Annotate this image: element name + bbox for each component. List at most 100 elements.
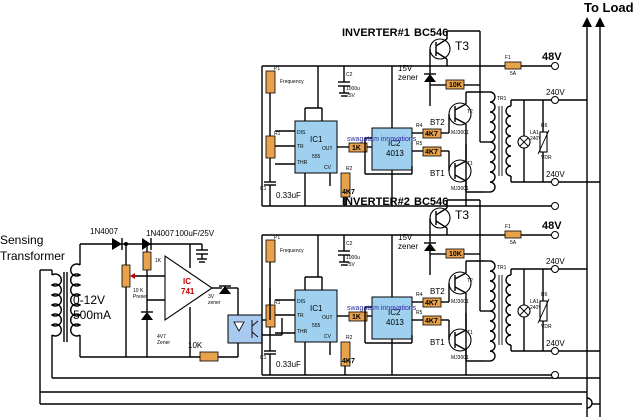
opamp-label-2: 741	[181, 287, 195, 296]
terminal-ground[interactable]	[551, 371, 559, 379]
wire	[519, 306, 529, 316]
r1-label: R1	[274, 131, 281, 137]
c1-label: C1	[260, 355, 267, 361]
transistor-t3[interactable]	[429, 207, 451, 229]
inverter-1: INVERTER#148VF15ABC546T315Vzener10KP1Fre…	[260, 27, 600, 210]
bt2-label: BT2	[430, 287, 445, 296]
wire	[519, 137, 529, 147]
resistor-r4-label: 4K7	[425, 300, 438, 307]
ic1-part: 555	[312, 323, 321, 329]
diode1-label: 1N4007	[90, 227, 119, 236]
wire	[454, 272, 467, 280]
pot-p1[interactable]	[265, 70, 276, 94]
wire	[454, 160, 467, 168]
resistor-r5-label: 4K7	[425, 149, 438, 156]
resistor-1k[interactable]	[142, 251, 152, 271]
ic2-label: IC2	[388, 139, 401, 148]
p1-label: P1	[274, 235, 280, 241]
mj-bot-label: MJ3001	[451, 186, 469, 192]
resistor-r5-id: R5	[416, 141, 423, 147]
resistor-1k-label: 1K	[352, 314, 361, 321]
v240-top-label: 240V	[546, 88, 565, 97]
inverter-2: INVERTER#248VF15ABC546T315Vzener10KP1Fre…	[260, 196, 600, 379]
wire	[435, 38, 448, 47]
ic1-pin-tr: TR	[297, 144, 304, 150]
opamp-ic741[interactable]	[164, 254, 213, 322]
ic1-part: 555	[312, 154, 321, 160]
mj-top-label: MJ3001	[451, 299, 469, 305]
resistor-r4-id: R4	[416, 123, 423, 129]
diode-d1	[112, 238, 123, 250]
ic1-pin-dis: DIS	[297, 299, 306, 305]
resistor-10k[interactable]	[199, 351, 219, 362]
mj-top-label: MJ3001	[451, 130, 469, 136]
ic1-pin-out: OUT	[322, 146, 333, 152]
inverter-title: INVERTER#1	[342, 27, 410, 39]
p1-frequency: Frequency	[280, 248, 304, 254]
wire	[454, 117, 467, 125]
opamp-label-1: IC	[183, 277, 191, 286]
zener-15v-label-2: zener	[398, 73, 418, 82]
transformer-tr1-primary	[489, 91, 496, 193]
supply-48v-label: 48V	[542, 51, 562, 63]
wire	[454, 174, 467, 182]
wire	[435, 51, 448, 60]
t1-label: T1	[467, 330, 473, 336]
fuse-label: F1	[505, 55, 511, 61]
wire	[454, 103, 467, 111]
zener-15v	[424, 74, 436, 82]
ic1-555[interactable]	[294, 289, 338, 343]
zener-3v-label-2: zener	[208, 300, 221, 306]
transistor-t3-name: BC546	[414, 196, 448, 208]
ic2-part: 4013	[386, 318, 404, 327]
watermark-text: swagatam innovations	[347, 305, 417, 312]
vdr-label: VDR	[541, 155, 552, 161]
sensing-voltage: 0-12V	[73, 293, 105, 307]
fuse-f1[interactable]	[504, 230, 522, 239]
ic1-pin-out: OUT	[322, 315, 333, 321]
r-10k-label: 10K	[188, 341, 203, 350]
transformer-tr1-primary	[489, 260, 496, 362]
r2-id: R2	[346, 166, 353, 172]
to-load-arrow-2	[595, 17, 605, 417]
c2-label: C2	[346, 241, 353, 247]
ic1-pin-cv: CV	[324, 334, 332, 340]
opto-led	[233, 321, 245, 332]
wire	[454, 343, 467, 351]
resistor-r1[interactable]	[265, 135, 276, 159]
r1-label: R1	[274, 300, 281, 306]
lamp-value: 240V	[530, 305, 542, 311]
resistor-r5-label: 4K7	[425, 318, 438, 325]
resistor-r4-label: 4K7	[425, 131, 438, 138]
terminal-240v-top[interactable]	[551, 265, 559, 273]
c1-label: C1	[260, 186, 267, 192]
terminal-ground[interactable]	[551, 202, 559, 210]
preset-wiper-arrow	[130, 273, 135, 279]
zener-15v-label-2: zener	[398, 242, 418, 251]
terminal-48v[interactable]	[551, 62, 559, 70]
terminal-48v[interactable]	[551, 231, 559, 239]
c2-label: C2	[346, 72, 353, 78]
wire	[435, 207, 448, 216]
vdr-r6-label: R6	[541, 292, 548, 298]
fuse-label: F1	[505, 224, 511, 230]
zener-3v-label-1: 3V	[208, 294, 215, 300]
transistor-t3-id: T3	[455, 208, 469, 222]
pot-p1[interactable]	[265, 239, 276, 263]
c2-value-1: 1000u	[346, 255, 360, 261]
terminal-240v-bottom[interactable]	[551, 178, 559, 186]
transistor-t3[interactable]	[429, 38, 451, 60]
r2-id: R2	[346, 335, 353, 341]
opto-transistor	[251, 320, 259, 327]
sensing-title-line2: Transformer	[0, 249, 65, 263]
fuse-f1[interactable]	[504, 61, 522, 70]
ic2-part: 4013	[386, 149, 404, 158]
terminal-240v-top[interactable]	[551, 96, 559, 104]
terminal-240v-bottom[interactable]	[551, 347, 559, 355]
preset-10k[interactable]	[121, 264, 131, 288]
optocoupler[interactable]	[227, 314, 263, 344]
supply-48v-label: 48V	[542, 220, 562, 232]
zener-4v7-label-1: 4V7	[157, 334, 166, 340]
vdr-r6-label: R6	[541, 123, 548, 129]
